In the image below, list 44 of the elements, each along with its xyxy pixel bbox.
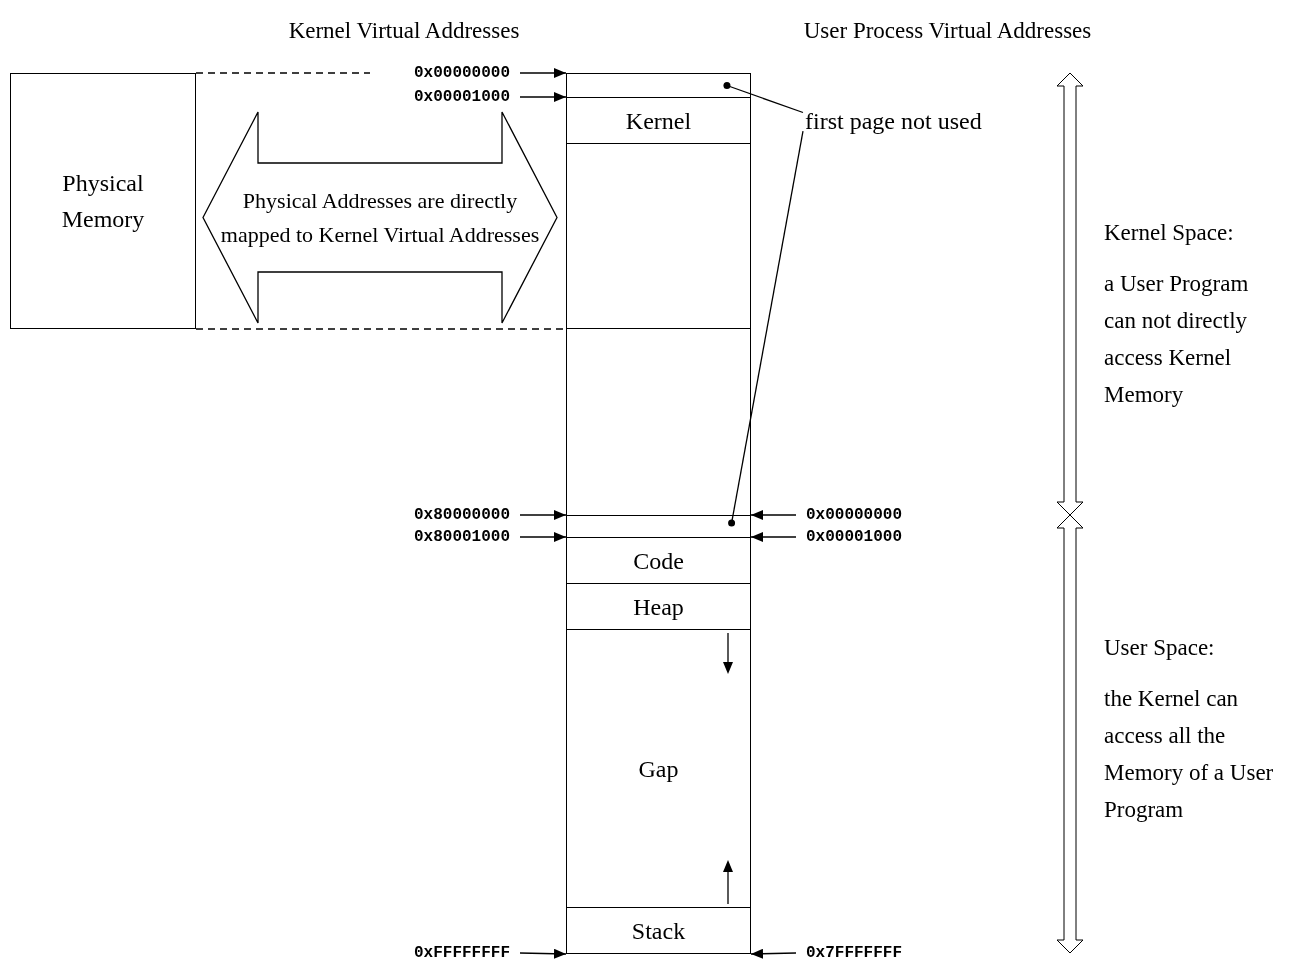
memory-segment bbox=[566, 515, 751, 538]
arrow bbox=[750, 510, 797, 520]
double-arrow-shape bbox=[203, 112, 557, 323]
address-label: 0x00001000 bbox=[370, 87, 510, 107]
memory-segment bbox=[566, 97, 751, 144]
address-label: 0x00000000 bbox=[806, 505, 946, 525]
address-label: 0x7FFFFFFF bbox=[806, 943, 946, 963]
memory-segment bbox=[566, 73, 751, 98]
memory-segment bbox=[566, 907, 751, 954]
leader-line bbox=[728, 130, 804, 527]
arrow bbox=[519, 92, 567, 102]
segment-label: Code bbox=[633, 546, 684, 576]
memory-segment bbox=[566, 328, 751, 516]
address-label: 0x00000000 bbox=[370, 63, 510, 83]
region-note: the Kernel can access all the Memory of a User Program bbox=[1104, 685, 1275, 824]
mapping-text: Physical Addresses are directly mapped to Kernel Virtual Addresses bbox=[219, 186, 541, 249]
segment-label: Stack bbox=[631, 916, 686, 946]
arrow bbox=[750, 948, 797, 959]
memory-segment bbox=[566, 537, 751, 584]
address-label: 0x80000000 bbox=[370, 505, 510, 525]
region-heading: User Space: bbox=[1104, 634, 1216, 662]
annotation-text: first page not used bbox=[805, 104, 1027, 138]
region-note: a User Program can not directly access Kernel Memory bbox=[1104, 270, 1250, 409]
memory-segment bbox=[566, 583, 751, 630]
address-label: 0x00001000 bbox=[806, 527, 946, 547]
memory-box bbox=[10, 73, 196, 329]
segment-label: Kernel bbox=[625, 106, 692, 136]
address-label: 0x80001000 bbox=[370, 527, 510, 547]
column-heading: Kernel Virtual Addresses bbox=[287, 17, 521, 45]
segment-label: Heap bbox=[633, 592, 684, 622]
dashed-line bbox=[195, 72, 371, 74]
leader-line bbox=[723, 82, 804, 114]
address-label: 0xFFFFFFFF bbox=[370, 943, 510, 963]
arrow bbox=[519, 948, 567, 959]
arrow bbox=[519, 68, 567, 78]
arrow bbox=[519, 510, 567, 520]
arrow bbox=[750, 532, 797, 542]
box-label: Physical Memory bbox=[60, 169, 146, 234]
memory-segment bbox=[566, 143, 751, 329]
region-heading: Kernel Space: bbox=[1104, 219, 1235, 247]
arrow bbox=[519, 532, 567, 542]
column-heading: User Process Virtual Addresses bbox=[802, 17, 1093, 45]
memory-segment bbox=[566, 629, 751, 908]
segment-label: Gap bbox=[638, 754, 679, 784]
